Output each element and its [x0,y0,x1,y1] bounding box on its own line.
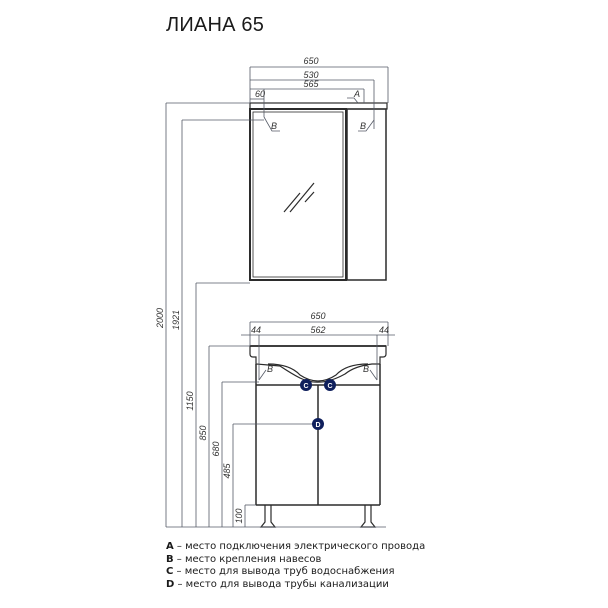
legend: A – место подключения электрического про… [166,541,425,591]
dim-height-680: 680 [211,441,221,456]
dim-vanity-650: 650 [310,311,325,321]
vanity-unit [249,345,387,528]
dim-height-100: 100 [234,508,244,523]
dim-vanity-44-right: 44 [379,325,389,335]
dim-mirror-650: 650 [303,56,318,66]
basin-bowl-outline [267,363,369,382]
dim-height-2000: 2000 [155,308,165,329]
legend-item-b: B – место крепления навесов [166,553,322,565]
marker-c-right: C [324,379,336,391]
dim-height-1150: 1150 [185,391,195,410]
mirror-dimensions [249,66,389,132]
mirror-reflection-icon [283,182,315,213]
svg-text:C: C [303,383,308,390]
product-title: ЛИАНА 65 [166,14,265,36]
legend-item-d: D – место для вывода трубы канализации [166,578,389,590]
mirror-cabinet [249,102,388,281]
marker-c-left: C [300,379,312,391]
dim-mirror-60: 60 [255,89,265,99]
marker-b-vanity-left: B [267,364,273,374]
vanity-dimensions [241,321,395,381]
dim-mirror-530: 530 [303,70,318,80]
marker-a: A [353,89,360,99]
dim-height-850: 850 [198,425,208,440]
marker-b-mirror-left: B [271,121,277,131]
marker-b-mirror-right: B [360,121,366,131]
dim-mirror-565: 565 [303,79,319,89]
dim-vanity-44-left: 44 [251,325,261,335]
legend-item-a: A – место подключения электрического про… [166,541,426,552]
marker-b-vanity-right: B [363,364,369,374]
svg-text:C: C [327,383,332,390]
height-dimensions [165,102,386,528]
svg-text:D: D [315,422,320,429]
dim-height-1921: 1921 [171,310,181,330]
dim-vanity-562: 562 [310,325,325,335]
legend-item-c: C – место для вывода труб водоснабжения [166,566,395,577]
marker-d: D [312,418,324,430]
dim-height-485: 485 [222,463,232,479]
